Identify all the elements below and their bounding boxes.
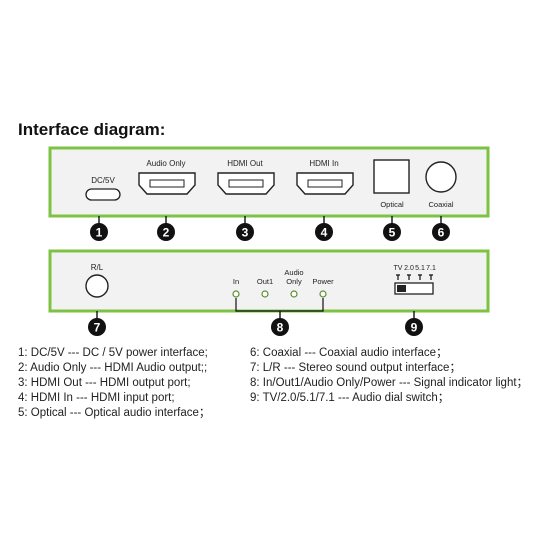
- hdmi-out-port: [217, 172, 275, 195]
- marker-5-label: 5: [389, 226, 396, 240]
- hdmi-out-port-label: HDMI Out: [227, 159, 263, 168]
- marker-6: 6: [432, 223, 450, 241]
- led-out1-label: Out1: [257, 277, 273, 286]
- switch-51-label: 5.1: [415, 265, 425, 272]
- legend-item-4: 4: HDMI In --- HDMI input port;: [18, 392, 175, 404]
- marker-4-circle: [315, 223, 333, 241]
- optical-port: [373, 159, 410, 194]
- legend-item-6: 6: Coaxial --- Coaxial audio interface；: [250, 347, 448, 359]
- legend-left: 1: DC/5V --- DC / 5V power interface; 2:…: [18, 346, 210, 421]
- marker-2-circle: [157, 223, 175, 241]
- optical-port-label: Optical: [380, 200, 404, 209]
- led-audio-only: [290, 290, 298, 298]
- marker-3: 3: [236, 223, 254, 241]
- marker-4: 4: [315, 223, 333, 241]
- marker-7-label: 7: [94, 321, 101, 335]
- switch-tick-tv: [396, 274, 400, 280]
- led-power: [319, 290, 327, 298]
- marker-1-circle: [90, 223, 108, 241]
- hdmi-in-port: [296, 172, 354, 195]
- audio-only-port-label: Audio Only: [146, 159, 185, 168]
- led-audio-only-label-line2: Only: [286, 277, 302, 286]
- led-audio-only-label-line1: Audio: [284, 268, 303, 277]
- marker-7-circle: [88, 318, 106, 336]
- switch-20-label: 2.0: [404, 265, 414, 272]
- legend-item-7: 7: L/R --- Stereo sound output interface…: [250, 362, 461, 374]
- hdmi-out-slot: [228, 179, 264, 188]
- coaxial-port: [425, 161, 457, 193]
- switch-tick-20: [407, 274, 411, 280]
- hdmi-in-slot: [307, 179, 343, 188]
- hdmi-in-port-label: HDMI In: [309, 159, 338, 168]
- audio-only-hdmi-slot: [149, 179, 185, 188]
- marker-5: 5: [383, 223, 401, 241]
- led-power-label: Power: [312, 277, 334, 286]
- legend-item-3: 3: HDMI Out --- HDMI output port;: [18, 377, 191, 389]
- marker-1-label: 1: [96, 226, 103, 240]
- dial-switch-ticks: [396, 274, 433, 280]
- dc-port: [85, 188, 121, 201]
- switch-tick-51: [418, 274, 422, 280]
- legend-item-8: 8: In/Out1/Audio Only/Power --- Signal i…: [250, 377, 529, 389]
- marker-8-circle: [271, 318, 289, 336]
- switch-tv-label: TV: [394, 265, 403, 272]
- marker-6-circle: [432, 223, 450, 241]
- legend-item-1: 1: DC/5V --- DC / 5V power interface;: [18, 347, 208, 359]
- legend-right: 6: Coaxial --- Coaxial audio interface； …: [250, 346, 528, 406]
- legend-item-2: 2: Audio Only --- HDMI Audio output;;: [18, 362, 208, 374]
- marker-9-circle: [405, 318, 423, 336]
- switch-tick-71: [429, 274, 433, 280]
- front-leaders: [98, 216, 442, 224]
- marker-7: 7: [88, 318, 106, 336]
- marker-3-label: 3: [242, 226, 249, 240]
- marker-1: 1: [90, 223, 108, 241]
- marker-8-label: 8: [277, 321, 284, 335]
- led-in-label: In: [233, 277, 239, 286]
- marker-5-circle: [383, 223, 401, 241]
- marker-3-circle: [236, 223, 254, 241]
- dc-port-label: DC/5V: [91, 176, 115, 185]
- switch-71-label: 7.1: [426, 265, 436, 272]
- led-out1: [261, 290, 269, 298]
- marker-6-label: 6: [438, 226, 445, 240]
- led-in: [232, 290, 240, 298]
- marker-9-label: 9: [411, 321, 418, 335]
- rl-port-label: R/L: [91, 263, 104, 272]
- marker-2: 2: [157, 223, 175, 241]
- marker-2-label: 2: [163, 226, 170, 240]
- page-title: Interface diagram:: [18, 120, 166, 139]
- rl-port: [85, 274, 109, 298]
- marker-4-label: 4: [321, 226, 328, 240]
- dial-switch-knob: [397, 285, 406, 292]
- dial-switch: [394, 282, 434, 295]
- legend-item-9: 9: TV/2.0/5.1/7.1 --- Audio dial switch；: [250, 392, 450, 404]
- audio-only-hdmi-port: [138, 172, 196, 195]
- marker-9: 9: [405, 318, 423, 336]
- legend-item-5: 5: Optical --- Optical audio interface；: [18, 407, 211, 419]
- coaxial-port-label: Coaxial: [428, 200, 453, 209]
- marker-8: 8: [271, 318, 289, 336]
